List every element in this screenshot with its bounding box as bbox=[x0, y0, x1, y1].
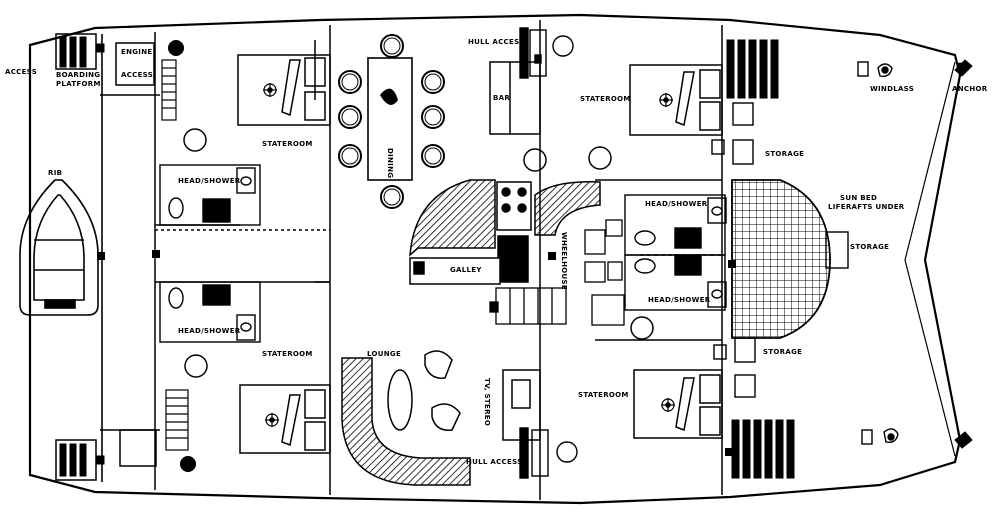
stbd-fwd-stateroom-bed bbox=[629, 64, 723, 136]
wheelhouse-label: WHEELHOUSE bbox=[560, 232, 568, 290]
ladder-bottom bbox=[165, 389, 189, 451]
port-head-shower-2 bbox=[159, 281, 261, 343]
rib-dinghy bbox=[19, 179, 99, 316]
engine-access-hatch-top bbox=[115, 42, 155, 86]
door-markers bbox=[97, 250, 736, 456]
port-fwd-stool bbox=[183, 128, 207, 152]
windlass-icon bbox=[857, 61, 893, 78]
head-shower-port-label-1: HEAD/SHOWER bbox=[178, 177, 241, 185]
port-aft-stairs bbox=[55, 33, 105, 481]
hull-access-bottom-hatch bbox=[519, 427, 578, 479]
storage-label-1: STORAGE bbox=[765, 150, 804, 158]
stateroom-aft-stbd-label: STATEROOM bbox=[578, 391, 629, 399]
dining-area bbox=[338, 34, 445, 209]
boarding-platform-label-2: PLATFORM bbox=[56, 80, 101, 88]
engine-access-hatch-bottom bbox=[119, 429, 157, 467]
anchor-label: ANCHOR bbox=[952, 85, 988, 93]
rib-label: RIB bbox=[48, 169, 62, 177]
port-head-shower-1 bbox=[159, 164, 261, 226]
stateroom-fwd-stbd-label: STATEROOM bbox=[580, 95, 631, 103]
head-shower-stbd-label-2: HEAD/SHOWER bbox=[648, 296, 711, 304]
port-aft-stateroom-bed bbox=[239, 384, 331, 454]
head-shower-stbd-label-1: HEAD/SHOWER bbox=[645, 200, 708, 208]
stateroom-fwd-port-label: STATEROOM bbox=[262, 140, 313, 148]
port-aft-stool bbox=[184, 354, 208, 378]
engine-access-label-1: ENGINE bbox=[121, 48, 152, 56]
wheelhouse-console bbox=[584, 219, 625, 326]
bar-label: BAR bbox=[493, 94, 510, 102]
hull-access-top-label: HULL ACCESS bbox=[468, 38, 524, 46]
port-fwd-stateroom-bed bbox=[237, 54, 331, 126]
storage-label-3: STORAGE bbox=[763, 348, 802, 356]
stbd-head-shower-2 bbox=[624, 254, 727, 311]
lounge-coffee-table bbox=[387, 369, 413, 431]
galley-label: GALLEY bbox=[450, 266, 482, 274]
anchor-fwd-icon bbox=[954, 59, 973, 77]
hull-access-bottom-label: HULL ACCESS bbox=[466, 458, 522, 466]
engine-access-label-2: ACCESS bbox=[121, 71, 153, 79]
storage-label-2: STORAGE bbox=[850, 243, 889, 251]
stbd-aft-stairs bbox=[731, 419, 795, 479]
bar-stool bbox=[523, 148, 547, 172]
engine-fan-top-icon bbox=[168, 40, 184, 56]
windlass-aft-icon bbox=[861, 428, 899, 445]
stbd-fwd-stool bbox=[588, 146, 612, 170]
stateroom-aft-port-label: STATEROOM bbox=[262, 350, 313, 358]
tv-stereo-label: TV, STEREO bbox=[483, 378, 491, 426]
head-shower-port-label-2: HEAD/SHOWER bbox=[178, 327, 241, 335]
lounge-sofa bbox=[341, 357, 471, 486]
ladder-top bbox=[161, 59, 177, 121]
galley-counter bbox=[409, 179, 601, 285]
companionway-stairs bbox=[489, 287, 567, 325]
dining-label: DINING bbox=[386, 148, 394, 178]
stbd-aft-stateroom-bed bbox=[633, 369, 723, 439]
anchor-aft-icon bbox=[954, 431, 973, 449]
storage-hatch-centre bbox=[825, 231, 849, 269]
sun-bed-label-2: LIFERAFTS UNDER bbox=[828, 203, 905, 211]
lounge-label: LOUNGE bbox=[367, 350, 401, 358]
sun-bed-label-1: SUN BED bbox=[840, 194, 877, 202]
windlass-label: WINDLASS bbox=[870, 85, 914, 93]
sun-bed-liferafts bbox=[731, 179, 831, 339]
stbd-fwd-stairs bbox=[726, 39, 779, 99]
bar-counter bbox=[489, 61, 541, 135]
engine-fan-bottom-icon bbox=[180, 456, 196, 472]
access-label: ACCESS bbox=[5, 68, 37, 76]
stbd-aft-stool bbox=[630, 316, 654, 340]
boarding-platform-label-1: BOARDING bbox=[56, 71, 100, 79]
lounge-chairs bbox=[424, 350, 461, 431]
hull-access-top-hatch bbox=[519, 27, 574, 79]
